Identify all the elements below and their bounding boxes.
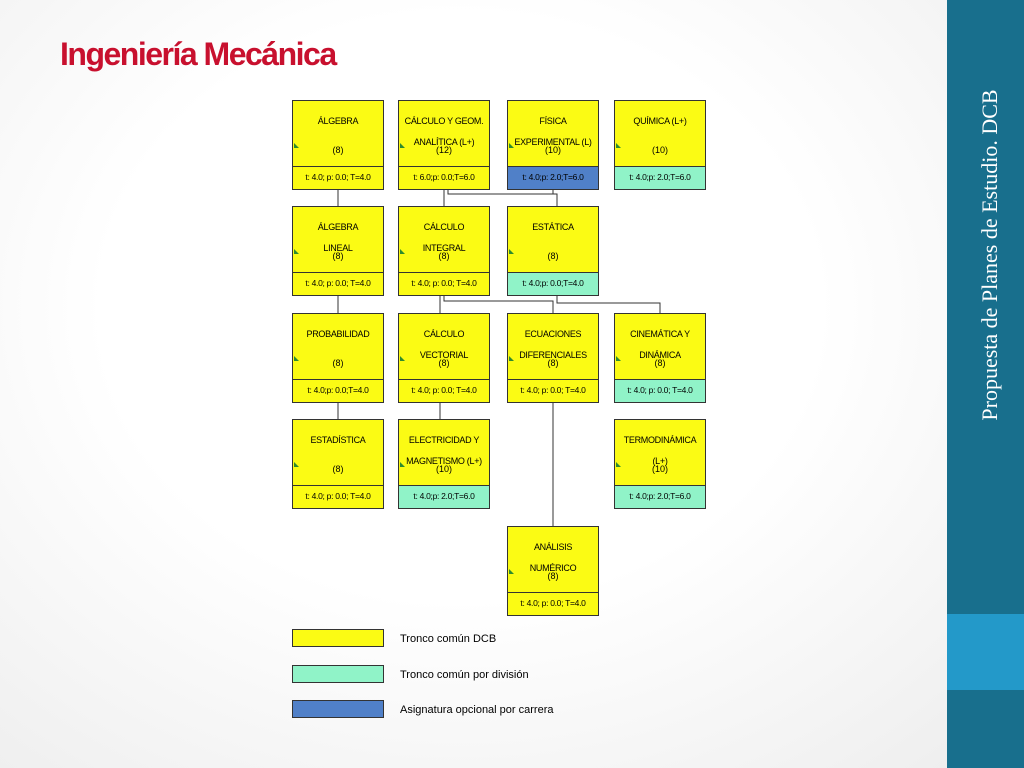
course-credits: (8) (332, 358, 344, 368)
course-name: FÍSICA EXPERIMENTAL (L) (514, 116, 592, 147)
legend-label-tronco-dcb: Tronco común DCB (400, 633, 497, 645)
green-corner-marker (509, 356, 514, 361)
slide-title: Ingeniería Mecánica (60, 36, 337, 72)
course-credits: (8) (547, 251, 559, 261)
course-quimica: QUÍMICA (L+) (10) t: 4.0;p: 2.0;T=6.0 (614, 100, 706, 190)
course-name: ANÁLISIS NUMÉRICO (529, 542, 577, 573)
course-hours: t: 4.0; p: 0.0; T=4.0 (508, 592, 598, 615)
course-name: TERMODINÁMICA (L+) (623, 435, 697, 466)
course-hours: t: 4.0; p: 0.0; T=4.0 (399, 379, 489, 402)
course-name: QUÍMICA (L+) (633, 116, 687, 126)
legend-label-opcional: Asignatura opcional por carrera (400, 704, 554, 716)
green-corner-marker (294, 462, 299, 467)
course-name: CÁLCULO Y GEOM. ANALÍTICA (L+) (404, 116, 484, 147)
course-calculo-integral: CÁLCULO INTEGRAL (8) t: 4.0; p: 0.0; T=4… (398, 206, 490, 296)
course-cinematica-dinamica: CINEMÁTICA Y DINÁMICA (8) t: 4.0; p: 0.0… (614, 313, 706, 403)
course-hours: t: 4.0;p: 0.0;T=4.0 (508, 272, 598, 295)
green-corner-marker (294, 249, 299, 254)
course-name: ESTÁTICA (532, 222, 574, 232)
green-corner-marker (616, 462, 621, 467)
sidebar-accent-block (947, 614, 1024, 690)
course-hours: t: 4.0; p: 0.0; T=4.0 (293, 485, 383, 508)
course-credits: (8) (332, 251, 344, 261)
course-hours: t: 4.0;p: 2.0;T=6.0 (399, 485, 489, 508)
course-name: ESTADÍSTICA (310, 435, 366, 445)
course-credits: (10) (651, 464, 668, 474)
course-hours: t: 4.0;p: 2.0;T=6.0 (615, 166, 705, 189)
course-electricidad-magnetismo: ELECTRICIDAD Y MAGNETISMO (L+) (10) t: 4… (398, 419, 490, 509)
course-calculo-geom: CÁLCULO Y GEOM. ANALÍTICA (L+) (12) t: 6… (398, 100, 490, 190)
course-credits: (8) (547, 571, 559, 581)
course-hours: t: 4.0;p: 0.0;T=4.0 (293, 379, 383, 402)
connector-estatica-to-cinematica (556, 292, 661, 313)
course-estadistica: ESTADÍSTICA (8) t: 4.0; p: 0.0; T=4.0 (292, 419, 384, 509)
course-hours: t: 4.0; p: 0.0; T=4.0 (399, 272, 489, 295)
green-corner-marker (400, 356, 405, 361)
green-corner-marker (400, 462, 405, 467)
course-hours: t: 4.0; p: 0.0; T=4.0 (615, 379, 705, 402)
connector-calculo-geom-to-estatica (447, 186, 558, 206)
green-corner-marker (294, 143, 299, 148)
legend-swatch-opcional (292, 700, 384, 718)
legend-label-tronco-division: Tronco común por división (400, 669, 529, 681)
course-credits: (12) (435, 145, 452, 155)
green-corner-marker (616, 143, 621, 148)
course-name: CÁLCULO INTEGRAL (422, 222, 466, 253)
course-probabilidad: PROBABILIDAD (8) t: 4.0;p: 0.0;T=4.0 (292, 313, 384, 403)
course-credits: (8) (654, 358, 666, 368)
green-corner-marker (509, 143, 514, 148)
course-algebra: ÁLGEBRA (8) t: 4.0; p: 0.0; T=4.0 (292, 100, 384, 190)
course-credits: (8) (438, 251, 450, 261)
course-hours: t: 4.0;p: 2.0;T=6.0 (615, 485, 705, 508)
legend-swatch-tronco-division (292, 665, 384, 683)
course-estatica: ESTÁTICA (8) t: 4.0;p: 0.0;T=4.0 (507, 206, 599, 296)
connector-calculo-integral-to-ecuaciones (443, 292, 554, 313)
course-fisica-experimental: FÍSICA EXPERIMENTAL (L) (10) t: 4.0;p: 2… (507, 100, 599, 190)
course-credits: (8) (547, 358, 559, 368)
course-credits: (10) (544, 145, 561, 155)
course-name: ÁLGEBRA LINEAL (317, 222, 359, 253)
course-termodinamica: TERMODINÁMICA (L+) (10) t: 4.0;p: 2.0;T=… (614, 419, 706, 509)
legend-swatch-tronco-dcb (292, 629, 384, 647)
green-corner-marker (509, 249, 514, 254)
course-credits: (10) (651, 145, 668, 155)
course-name: CÁLCULO VECTORIAL (419, 329, 469, 360)
course-name: ÁLGEBRA (317, 116, 359, 126)
course-credits: (8) (332, 145, 344, 155)
course-credits: (8) (438, 358, 450, 368)
green-corner-marker (400, 143, 405, 148)
course-hours: t: 4.0; p: 0.0; T=4.0 (293, 166, 383, 189)
course-hours: t: 4.0; p: 0.0; T=4.0 (508, 379, 598, 402)
course-ecuaciones-diferenciales: ECUACIONES DIFERENCIALES (8) t: 4.0; p: … (507, 313, 599, 403)
course-credits: (10) (435, 464, 452, 474)
course-algebra-lineal: ÁLGEBRA LINEAL (8) t: 4.0; p: 0.0; T=4.0 (292, 206, 384, 296)
course-name: ECUACIONES DIFERENCIALES (519, 329, 587, 360)
green-corner-marker (509, 569, 514, 574)
green-corner-marker (294, 356, 299, 361)
course-hours: t: 4.0; p: 0.0; T=4.0 (293, 272, 383, 295)
course-analisis-numerico: ANÁLISIS NUMÉRICO (8) t: 4.0; p: 0.0; T=… (507, 526, 599, 616)
green-corner-marker (400, 249, 405, 254)
course-hours: t: 4.0;p: 2.0;T=6.0 (508, 166, 598, 189)
course-name: ELECTRICIDAD Y MAGNETISMO (L+) (406, 435, 482, 466)
course-name: PROBABILIDAD (306, 329, 370, 339)
course-name: CINEMÁTICA Y DINÁMICA (630, 329, 690, 360)
course-hours: t: 6.0;p: 0.0;T=6.0 (399, 166, 489, 189)
green-corner-marker (616, 356, 621, 361)
course-credits: (8) (332, 464, 344, 474)
course-calculo-vectorial: CÁLCULO VECTORIAL (8) t: 4.0; p: 0.0; T=… (398, 313, 490, 403)
